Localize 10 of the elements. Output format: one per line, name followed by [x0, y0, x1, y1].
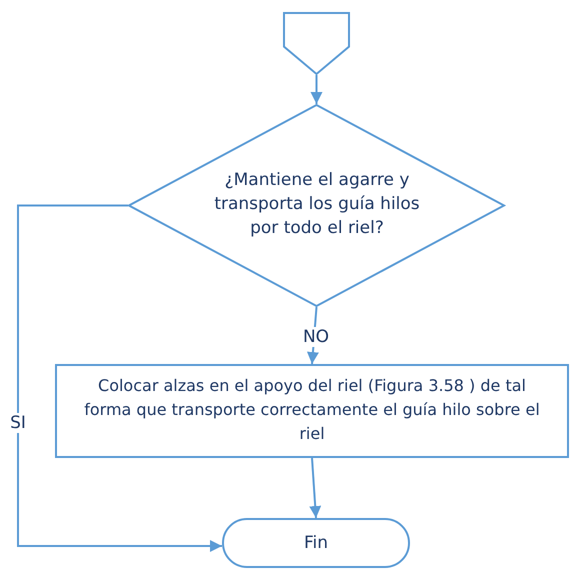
process-box [55, 364, 569, 458]
node-text: Fin [302, 532, 330, 555]
arrow [309, 458, 322, 518]
off-page-connector [283, 12, 350, 75]
node-text: Colocar alzas en el apoyo del riel (Figura 3.58 ) de tal forma que transporte correctamente el guía hilo sobre el riel [83, 375, 541, 445]
arrow [310, 75, 322, 104]
terminator-shape [222, 518, 410, 568]
decision-diamond [128, 104, 505, 307]
node-text: ¿Mantiene el agarre y transporta los guía hilos por todo el riel? [213, 169, 421, 240]
arrow [17, 204, 222, 552]
